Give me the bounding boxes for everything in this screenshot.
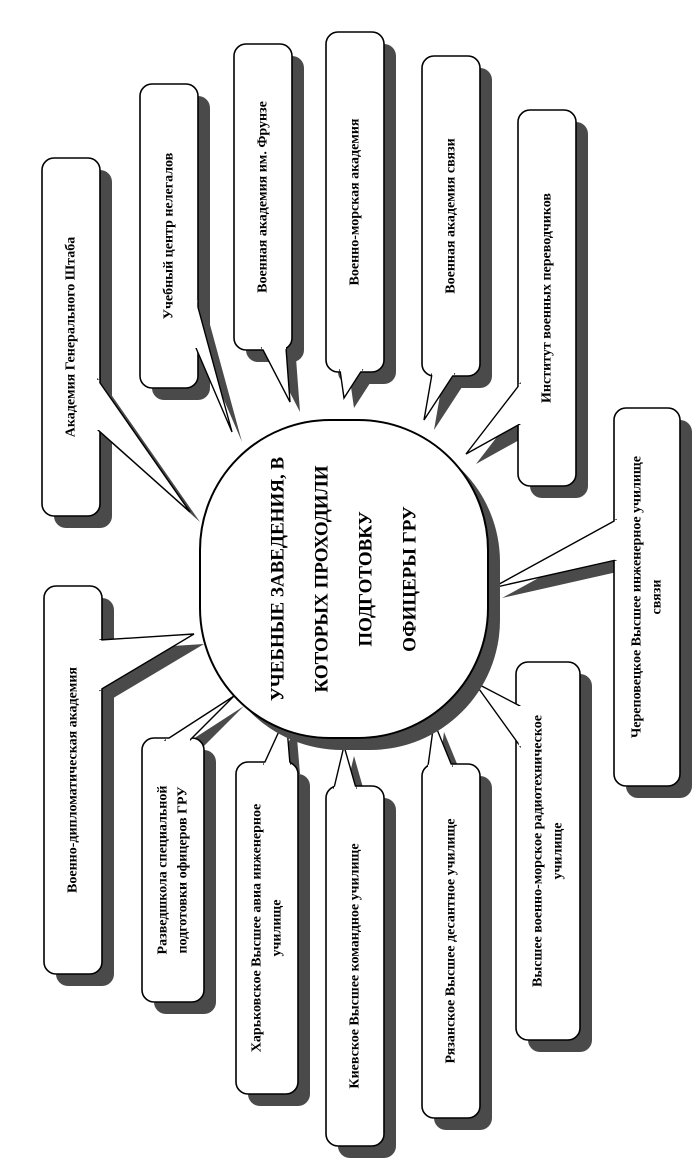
institution-box-cherepovets: Череповецкое Высшее инженерное училище св… [491, 407, 681, 787]
institution-label-cherepovets-line-2: связи [650, 580, 665, 615]
institution-box-frunze: Военная академия им. Фрунзе [233, 43, 293, 403]
institution-label-razvedshkola-line-2: подготовки офицеров ГРУ [176, 786, 191, 953]
box-frame [235, 761, 299, 1095]
institution-label-diplomat: Военно-дипломатическая академия [66, 667, 81, 893]
box-frame [41, 157, 101, 517]
institution-label-cherepovets-line-1: Череповецкое Высшее инженерное училище [630, 456, 645, 738]
institution-box-genshtab: Академия Генерального Штаба [41, 157, 191, 517]
institution-label-kharkov-line-1: Харьковское Высшее авиа инженерное [250, 804, 265, 1052]
box-frame [141, 737, 205, 1003]
tail-shadow-svyaz [434, 384, 464, 430]
institution-box-ryazan: Рязанское Высшее десантное училище [421, 719, 481, 1119]
institution-box-perevodchiki: Институт военных переводчиков [465, 109, 577, 487]
institution-box-svyaz: Военная академия связи [421, 55, 481, 421]
institution-label-razvedshkola-line-1: Разведшкола специальной [156, 786, 171, 955]
box-frame [43, 585, 103, 975]
institution-box-morskaya: Военно-морская академия [325, 31, 385, 400]
tail-shadow-genshtab [108, 390, 200, 522]
institution-label-radiotech-line-1: Высшее военно-морское радиотехническое [531, 715, 546, 987]
institution-boxes: Академия Генерального Штаба Учебный центр… [41, 31, 681, 1147]
callout-tail [163, 695, 235, 741]
callout-tail [473, 681, 521, 749]
institution-label-kiev: Киевское Высшее командное училище [348, 843, 363, 1088]
callout-tail [99, 633, 195, 692]
institution-box-razvedshkola: Разведшкола специальной подготовки офицер… [141, 695, 235, 1003]
institution-label-nelegaly: Учебный центр нелегалов [162, 152, 177, 319]
box-frame [517, 109, 577, 487]
institution-label-ryazan: Рязанское Высшее десантное училище [444, 819, 459, 1064]
institution-label-frunze: Военная академия им. Фрунзе [256, 101, 271, 293]
institution-label-radiotech-line-2: училище [551, 823, 566, 880]
center-node: УЧЕБНЫЕ ЗАВЕДЕНИЯ, В КОТОРЫХ ПРОХОДИЛИ ПОД… [199, 419, 500, 750]
institution-box-nelegaly: Учебный центр нелегалов [139, 83, 233, 433]
center-title-line-1: УЧЕБНЫЕ ЗАВЕДЕНИЯ, В [268, 457, 289, 702]
box-frame [515, 661, 581, 1041]
institution-box-kiev: Киевское Высшее командное училище [325, 743, 385, 1147]
institution-label-perevodchiki: Институт военных переводчиков [540, 193, 555, 403]
institution-label-morskaya: Военно-морская академия [348, 118, 363, 285]
center-title-line-3: ПОДГОТОВКУ [356, 511, 377, 646]
tail-shadow-nelegaly [206, 310, 242, 442]
callout-tail [260, 347, 291, 403]
institution-label-genshtab: Академия Генерального Штаба [64, 237, 79, 437]
center-title: УЧЕБНЫЕ ЗАВЕДЕНИЯ, В КОТОРЫХ ПРОХОДИЛИ ПОД… [268, 457, 421, 702]
box-frame [139, 83, 199, 389]
institution-box-diplomat: Военно-дипломатическая академия [43, 585, 195, 975]
institution-label-kharkov-line-2: училище [270, 900, 285, 957]
center-title-line-4: ОФИЦЕРЫ ГРУ [400, 506, 421, 652]
box-frame [613, 407, 681, 787]
tail-shadow-morskaya [350, 380, 372, 408]
institution-box-radiotech: Высшее военно-морское радиотехническое уч… [473, 661, 581, 1041]
institution-label-svyaz: Военная академия связи [444, 138, 459, 293]
center-title-line-2: КОТОРЫХ ПРОХОДИЛИ [312, 465, 333, 692]
institution-box-kharkov: Харьковское Высшее авиа инженерное училищ… [235, 713, 299, 1095]
